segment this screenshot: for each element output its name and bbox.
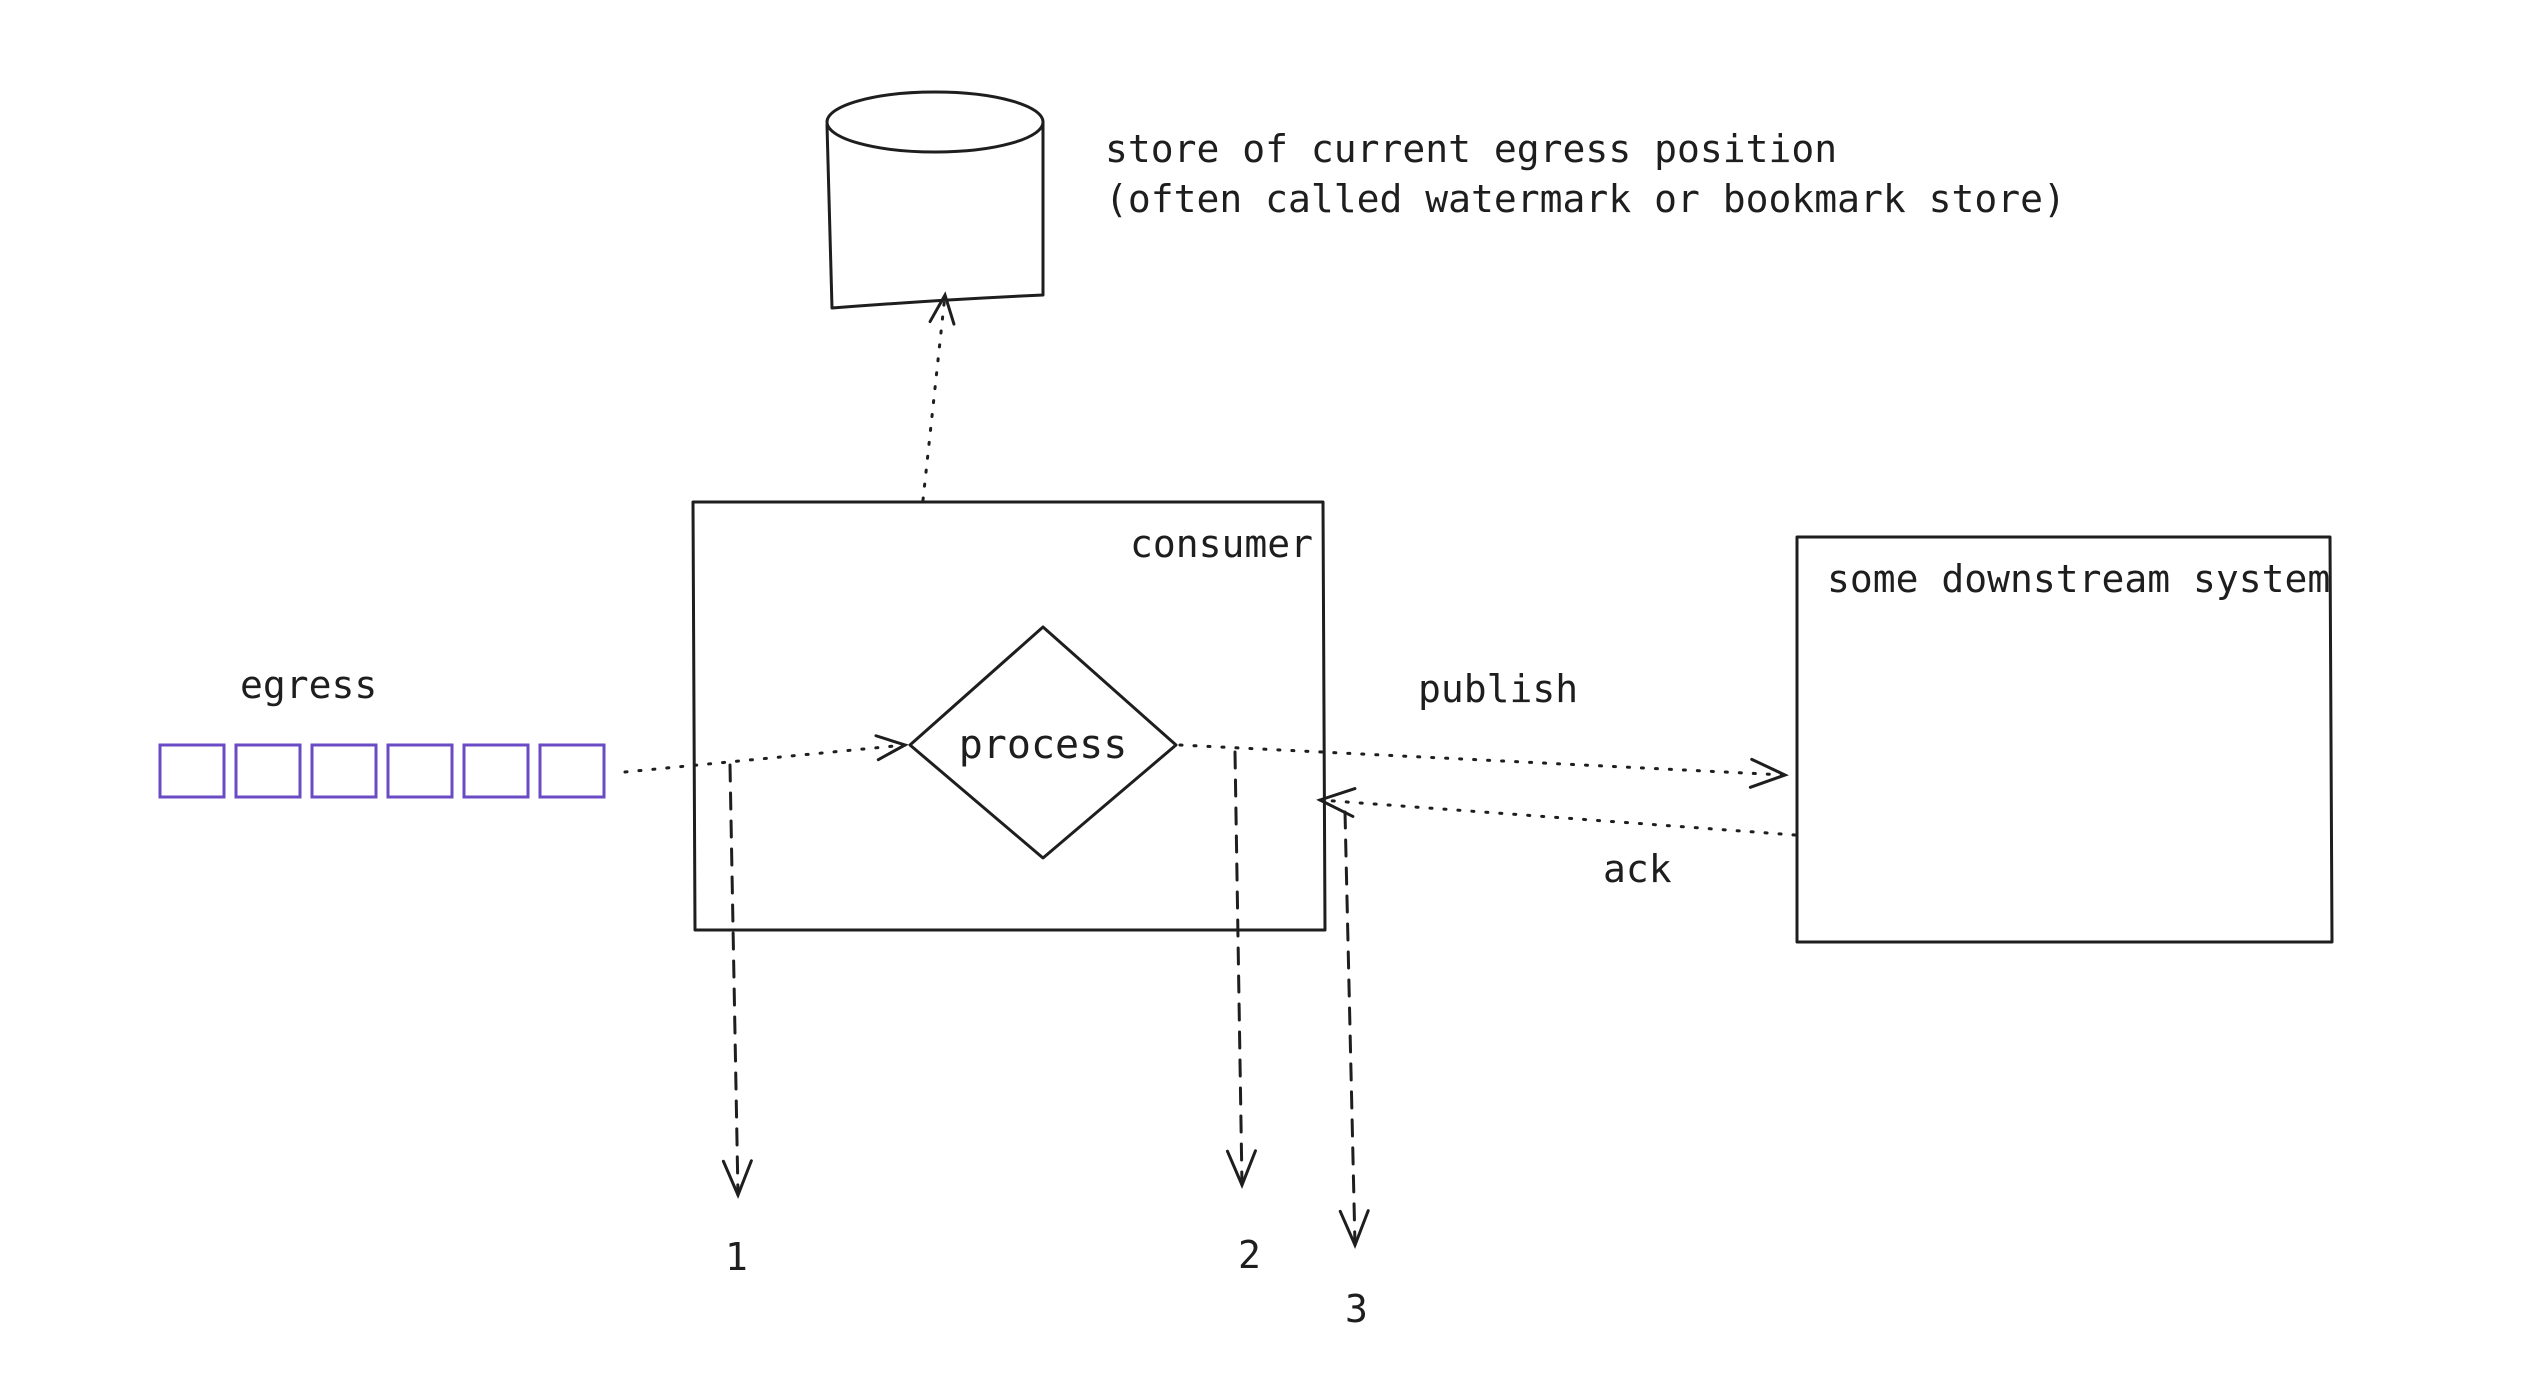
consumer-label: consumer [1130,522,1313,566]
store-label-line2: (often called watermark or bookmark stor… [1105,177,2066,221]
process-label: process [959,722,1128,768]
process-diamond [908,625,1178,860]
marker-2-arrow [1225,750,1257,1189]
egress-label: egress [240,663,377,707]
store-label-line1: store of current egress position [1105,127,1837,171]
egress-queue-cell [234,743,302,799]
marker-1-arrow [721,763,753,1199]
egress-queue-cell [462,743,530,799]
egress-queue-cell [310,743,378,799]
egress-queue-cell [538,743,606,799]
egress-to-process-arrow [623,734,909,774]
publish-label: publish [1418,667,1578,711]
consumer-box [691,500,1327,932]
egress-queue-cell [386,743,454,799]
consumer-to-store-arrow [921,291,956,502]
marker-2-label: 2 [1238,1233,1261,1277]
egress-queue-cell [158,743,226,799]
ack-label: ack [1603,847,1672,891]
bookmark-store-cylinder [825,90,1045,310]
marker-3-arrow [1338,810,1370,1249]
downstream-system-label: some downstream system [1827,557,2330,601]
cylinder-body [825,120,1045,310]
marker-1-label: 1 [725,1235,748,1279]
egress-queue [158,743,606,799]
downstream-system-box [1795,535,2334,944]
publish-arrow [1178,743,1789,789]
ack-arrow [1316,787,1797,837]
cylinder-top [825,90,1045,154]
marker-3-label: 3 [1345,1287,1368,1331]
